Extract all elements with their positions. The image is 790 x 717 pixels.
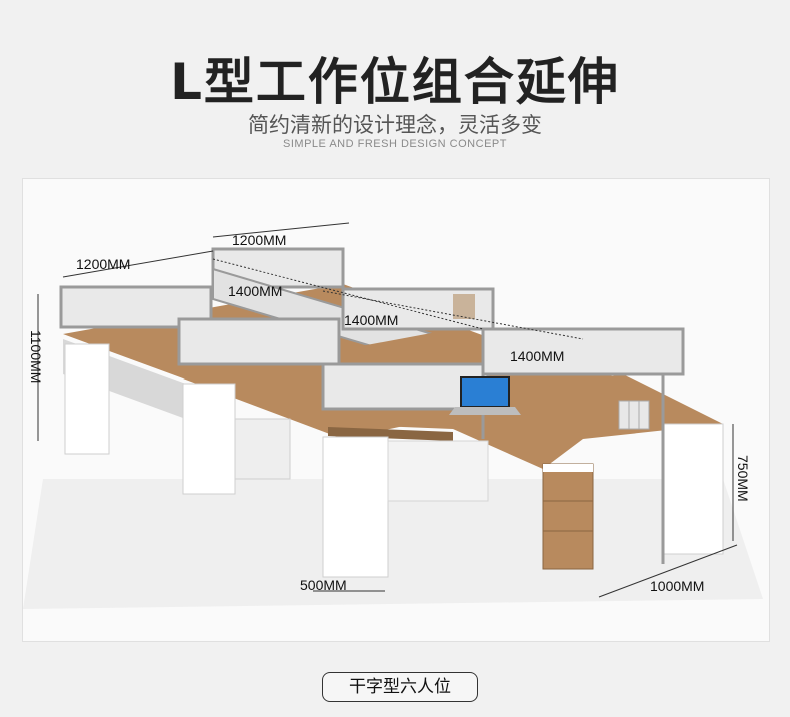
dimension-label: 750MM xyxy=(735,455,751,502)
laptop xyxy=(460,376,510,408)
dimension-label: 1000MM xyxy=(650,578,705,594)
dimension-label: 1400MM xyxy=(510,348,565,364)
dimension-label: 1100MM xyxy=(28,330,44,384)
page-subtitle-english: SIMPLE AND FRESH DESIGN CONCEPT xyxy=(283,138,507,150)
dimension-label: 1200MM xyxy=(232,232,287,248)
mobile-pedestal xyxy=(542,463,594,570)
dimension-label: 1200MM xyxy=(76,256,131,272)
product-photo xyxy=(22,178,770,642)
workstation-illustration xyxy=(23,222,763,609)
configuration-caption: 干字型六人位 xyxy=(322,672,478,702)
dimension-label: 1400MM xyxy=(228,283,283,299)
page-title: L型工作位组合延伸 xyxy=(170,53,620,111)
dimension-label: 500MM xyxy=(300,577,347,593)
desk-top-front xyxy=(328,374,723,469)
dimension-label: 1400MM xyxy=(344,312,399,328)
page-subtitle: 简约清新的设计理念，灵活多变 xyxy=(248,113,542,137)
